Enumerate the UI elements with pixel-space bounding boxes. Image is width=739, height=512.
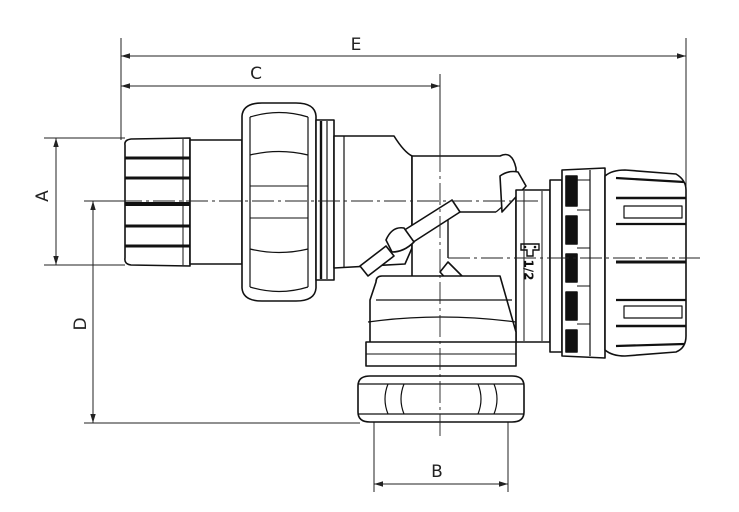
hex-nut: [241, 102, 317, 302]
center-lines: [120, 150, 700, 440]
dimension-lines: [44, 38, 687, 492]
collar-ring: [315, 119, 335, 281]
hand-wheel-cap: [604, 169, 687, 357]
dimension-label-d: D: [71, 317, 91, 330]
diagonal-port: [359, 199, 461, 277]
right-washer: [549, 179, 563, 353]
dimension-label-c: C: [250, 64, 262, 84]
body-marking: 1/2: [520, 243, 540, 281]
right-thread-ring: [515, 189, 551, 343]
serrated-ring: [561, 167, 606, 359]
brand-logo-icon: [520, 243, 540, 257]
valve-drawing: [124, 102, 687, 423]
dimension-label-b: B: [431, 462, 443, 482]
left-knurled-nut: [124, 137, 191, 267]
bottom-hex-nut: [357, 375, 525, 423]
size-marking: 1/2: [522, 259, 536, 280]
tail-piece: [189, 139, 243, 265]
dimension-label-e: E: [351, 35, 362, 55]
dimension-label-a: A: [33, 190, 53, 202]
upper-boss: [499, 170, 527, 213]
